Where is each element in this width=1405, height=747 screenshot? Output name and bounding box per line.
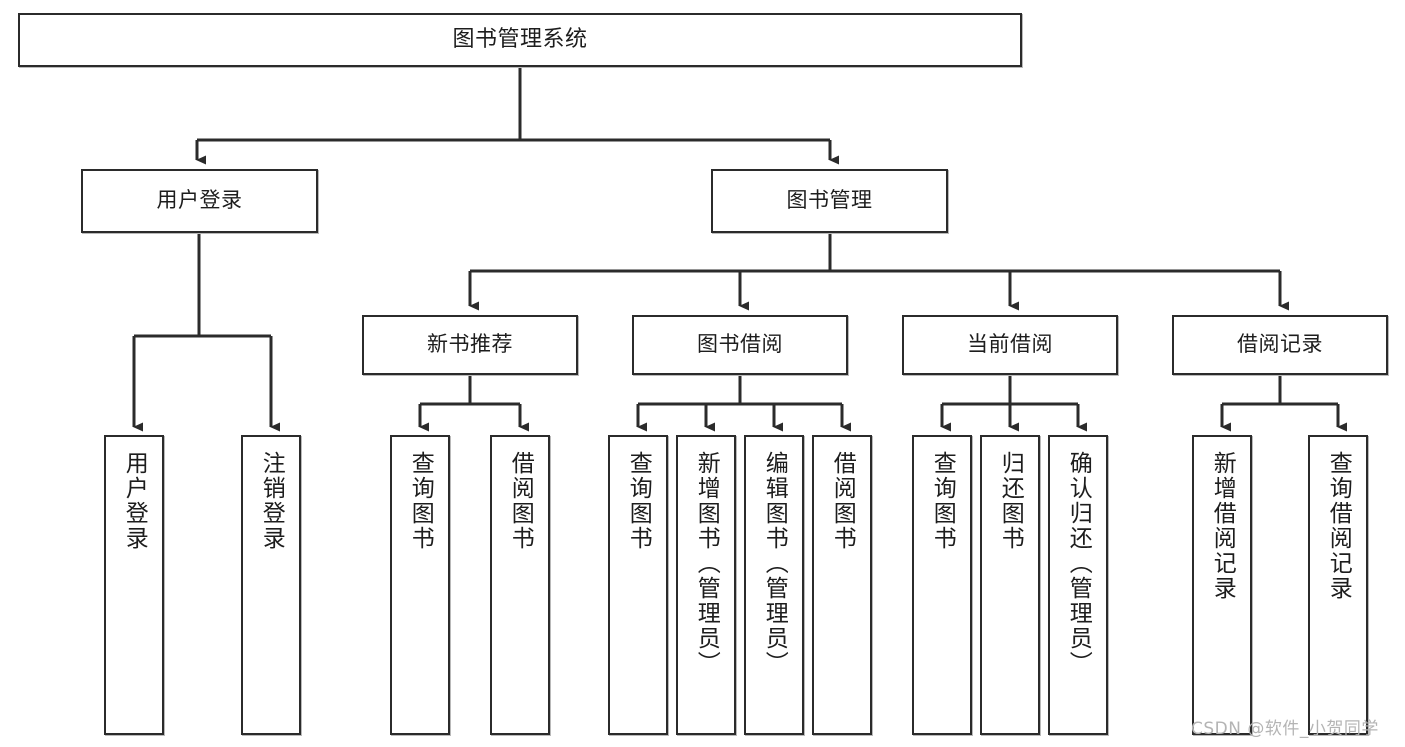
leaf-borrow-book-2-label: 借阅图书	[829, 451, 856, 551]
leaf-query-book-1[interactable]: 查询图书	[390, 435, 450, 735]
node-book-borrow[interactable]: 图书借阅	[632, 315, 848, 375]
node-user-login[interactable]: 用户登录	[81, 169, 318, 233]
node-book-manage-label: 图书管理	[786, 188, 873, 213]
leaf-query-record[interactable]: 查询借阅记录	[1308, 435, 1368, 735]
leaf-logout[interactable]: 注销登录	[241, 435, 301, 735]
node-current-borrow-label: 当前借阅	[967, 332, 1053, 357]
leaf-return-book-label: 归还图书	[997, 451, 1024, 551]
node-book-borrow-label: 图书借阅	[697, 332, 783, 357]
node-root-label: 图书管理系统	[452, 26, 588, 52]
node-borrow-record-label: 借阅记录	[1237, 332, 1323, 357]
leaf-return-book[interactable]: 归还图书	[980, 435, 1040, 735]
leaf-edit-book-label: 编辑图书（管理员）	[761, 451, 788, 676]
leaf-add-book[interactable]: 新增图书（管理员）	[676, 435, 736, 735]
leaf-confirm-return[interactable]: 确认归还（管理员）	[1048, 435, 1108, 735]
node-borrow-record[interactable]: 借阅记录	[1172, 315, 1388, 375]
leaf-borrow-book-2[interactable]: 借阅图书	[812, 435, 872, 735]
node-book-manage[interactable]: 图书管理	[711, 169, 948, 233]
csdn-watermark: CSDN @软件_小贺同学	[1191, 719, 1379, 739]
leaf-query-record-label: 查询借阅记录	[1325, 451, 1352, 601]
node-current-borrow[interactable]: 当前借阅	[902, 315, 1118, 375]
leaf-query-book-3-label: 查询图书	[929, 451, 956, 551]
leaf-query-book-2-label: 查询图书	[625, 451, 652, 551]
node-new-book-recommend[interactable]: 新书推荐	[362, 315, 578, 375]
leaf-logout-label: 注销登录	[258, 451, 285, 551]
leaf-add-book-label: 新增图书（管理员）	[693, 451, 720, 676]
node-new-book-recommend-label: 新书推荐	[427, 332, 513, 357]
leaf-user-login-label: 用户登录	[121, 451, 148, 551]
leaf-query-book-1-label: 查询图书	[407, 451, 434, 551]
node-user-login-label: 用户登录	[156, 188, 243, 213]
leaf-query-book-2[interactable]: 查询图书	[608, 435, 668, 735]
leaf-borrow-book-1[interactable]: 借阅图书	[490, 435, 550, 735]
leaf-borrow-book-1-label: 借阅图书	[507, 451, 534, 551]
leaf-add-record[interactable]: 新增借阅记录	[1192, 435, 1252, 735]
node-root[interactable]: 图书管理系统	[18, 13, 1022, 67]
leaf-confirm-return-label: 确认归还（管理员）	[1065, 451, 1092, 676]
leaf-user-login[interactable]: 用户登录	[104, 435, 164, 735]
leaf-edit-book[interactable]: 编辑图书（管理员）	[744, 435, 804, 735]
leaf-add-record-label: 新增借阅记录	[1209, 451, 1236, 601]
leaf-query-book-3[interactable]: 查询图书	[912, 435, 972, 735]
